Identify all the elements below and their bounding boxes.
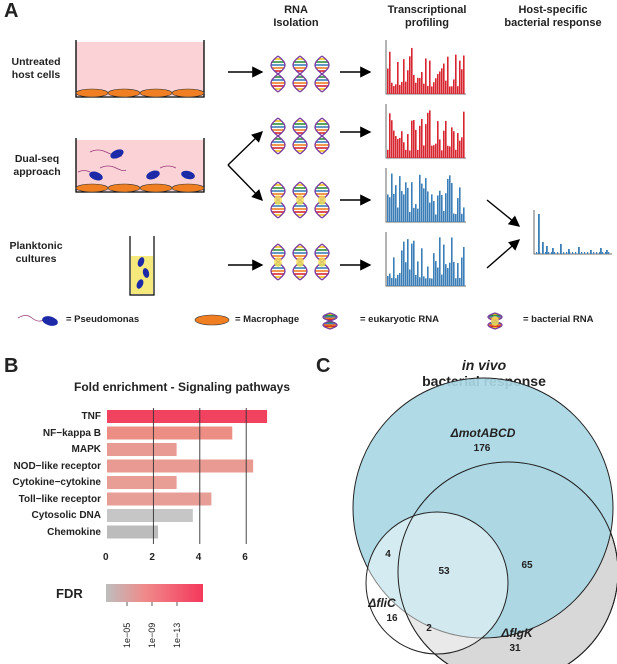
- set-flgk-outline: [397, 461, 617, 664]
- x-tick-label: 4: [195, 552, 202, 563]
- macrophage-layer-dualseq: [75, 183, 205, 193]
- rna-helix: [270, 55, 286, 93]
- count-motabcd-only: 176: [473, 443, 491, 454]
- count-motabcd-flic: 4: [385, 549, 391, 560]
- rna-helix: [270, 243, 286, 281]
- row-label-untreated: Untreated host cells: [11, 56, 61, 81]
- bar-7: [107, 525, 159, 539]
- header-host-specific-response: Host-specific bacterial response: [504, 4, 602, 29]
- bar-1: [107, 426, 233, 440]
- profile-histogram: [385, 168, 466, 223]
- legend-bacterial-label: = bacterial RNA: [523, 314, 594, 325]
- profile-histogram: [385, 104, 466, 159]
- fdr-colorbar: [106, 584, 203, 602]
- set-label-motabcd: ΔmotABCD: [450, 426, 516, 440]
- legend-macrophage-label: = Macrophage: [235, 314, 300, 325]
- bar-6: [107, 509, 193, 522]
- bar-label: Cytokine−cytokine: [12, 477, 101, 488]
- bar-label: MAPK: [71, 444, 101, 455]
- x-tick-label: 6: [242, 552, 248, 563]
- rna-helix: [314, 55, 330, 93]
- rna-helix: [270, 181, 286, 219]
- bar-5: [107, 492, 212, 506]
- bar-2: [107, 443, 177, 456]
- header-rna-isolation: RNA Isolation: [273, 4, 319, 29]
- legend-pseudomonas-label: = Pseudomonas: [66, 314, 140, 325]
- legend-macrophage-icon: [194, 314, 230, 326]
- bar-label: Toll−like receptor: [18, 493, 101, 505]
- count-motabcd-flgk: 65: [521, 560, 533, 571]
- x-tick-label: 2: [149, 552, 155, 563]
- bar-label: Cytosolic DNA: [31, 510, 101, 521]
- set-label-flic: ΔfliC: [368, 596, 396, 610]
- panel-a-letter: A: [4, 0, 19, 22]
- fdr-label: FDR: [56, 586, 83, 601]
- rna-helix: [487, 312, 503, 330]
- profile-histogram: [385, 232, 466, 287]
- legend-pseudomonas-icon: [17, 315, 58, 326]
- set-label-flgk: ΔflgK: [501, 626, 533, 640]
- row-label-planktonic: Planktonic cultures: [9, 240, 63, 265]
- bar-label: NOD−like receptor: [13, 460, 101, 472]
- flow-arrows: [227, 66, 521, 271]
- rna-helix: [292, 117, 308, 155]
- dualseq-well: [75, 138, 205, 193]
- rna-helices: [270, 55, 330, 281]
- rna-helix: [314, 181, 330, 219]
- macrophage-layer-untreated: [75, 88, 205, 98]
- bar-label: TNF: [81, 411, 101, 422]
- rna-helix: [314, 243, 330, 281]
- count-all-three: 53: [438, 566, 450, 577]
- bar-4: [107, 476, 177, 489]
- set-motabcd-circle: [352, 377, 614, 639]
- host-specific-histogram: [533, 210, 612, 255]
- row-label-dualseq: Dual-seq approach: [13, 153, 61, 178]
- legend-eukaryotic-label: = eukaryotic RNA: [360, 314, 439, 325]
- legend-bacterial-rna-icon: [487, 312, 503, 330]
- header-transcriptional-profiling: Transcriptional profiling: [387, 4, 467, 29]
- panel-a-illustration: [17, 40, 612, 330]
- rna-helix: [314, 117, 330, 155]
- rna-helix: [270, 117, 286, 155]
- rna-helix: [292, 55, 308, 93]
- count-flic-flgk: 2: [426, 623, 432, 634]
- planktonic-tube: [129, 236, 155, 296]
- count-flic-only: 16: [386, 613, 398, 624]
- rna-helix: [292, 243, 308, 281]
- venn-title-italic: in vivo: [461, 357, 507, 373]
- panel-b-letter: B: [4, 355, 19, 377]
- rna-helix: [322, 312, 338, 330]
- chart-title: Fold enrichment - Signaling pathways: [73, 380, 291, 394]
- bar-0: [107, 410, 268, 423]
- profile-histogram: [385, 40, 466, 95]
- bar-label: NF−kappa B: [42, 427, 101, 439]
- x-tick-label: 0: [103, 552, 109, 563]
- pseudomonas-in-well: [77, 149, 195, 181]
- set-flic-circle: [365, 511, 509, 655]
- bar-label: Chemokine: [47, 526, 101, 538]
- bar-3: [107, 459, 254, 473]
- untreated-well: [75, 40, 205, 98]
- legend-eukaryotic-rna-icon: [322, 312, 338, 330]
- rna-helix: [292, 181, 308, 219]
- count-flgk-only: 31: [509, 643, 521, 654]
- profiling-histograms: [385, 40, 612, 287]
- panel-c-letter: C: [316, 355, 331, 377]
